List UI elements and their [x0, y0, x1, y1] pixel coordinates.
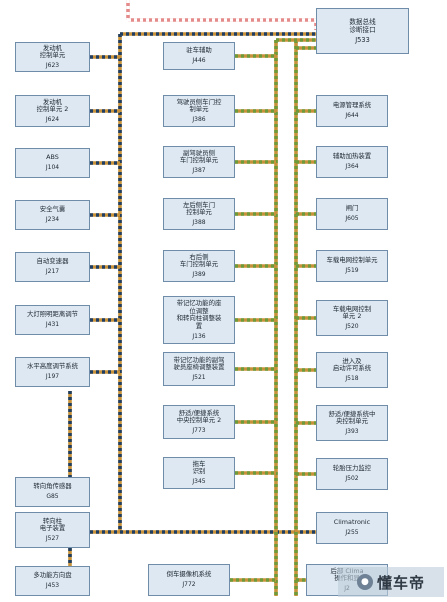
ecu-code: J393 [345, 428, 359, 436]
ecu-code: J520 [345, 323, 359, 331]
ecu-name: ABS [46, 153, 59, 162]
watermark-logo-icon: ● [356, 574, 373, 590]
ecu-name: Climatronic [333, 518, 371, 527]
ecu-name: 车载电网控制单元 [326, 256, 378, 265]
gateway-name: 数据总线 诊断接口 [349, 17, 376, 34]
ecu-name: 闸门 [345, 204, 359, 213]
ecu-engine-control-unit[interactable]: 发动机 控制单元 J623 [15, 42, 90, 72]
ecu-code: J502 [345, 475, 359, 483]
ecu-name: 发动机 控制单元 [39, 43, 66, 60]
ecu-name: 轮胎压力监控 [332, 464, 372, 473]
ecu-name: 水平高度调节系统 [26, 362, 79, 371]
ecu-rear-left-door[interactable]: 左后侧车门 控制单元 J388 [163, 198, 235, 230]
ecu-headlight-range[interactable]: 大灯照明距离调节 J431 [15, 305, 90, 335]
ecu-code: J772 [182, 581, 196, 589]
ecu-rear-right-door[interactable]: 右后侧 车门控制单元 J389 [163, 250, 235, 282]
ecu-parking-aid[interactable]: 驻车辅助 J446 [163, 42, 235, 70]
ecu-name: 舒适/便捷系统 中央控制单元 2 [176, 408, 222, 425]
ecu-code: J453 [45, 582, 60, 590]
ecu-memory-seat-steering-column[interactable]: 带记忆功能的座 位调整 和转向柱调整装 置 J136 [163, 296, 235, 344]
ecu-code: J104 [45, 164, 60, 172]
ecu-name: 驻车辅助 [186, 46, 212, 55]
ecu-onboard-supply-2[interactable]: 车载电网控制 单元 2 J520 [316, 300, 388, 336]
ecu-code: J255 [345, 529, 359, 537]
ecu-code: J773 [192, 427, 206, 435]
ecu-name: 舒适/便捷系统中 央控制单元 [328, 409, 376, 426]
watermark-text: 懂车帝 [376, 573, 425, 592]
ecu-name: 安全气囊 [39, 205, 66, 214]
ecu-name: 倒车摄像机系统 [166, 570, 212, 579]
ecu-name: 带记忆功能的副驾 驶员座椅调整装置 [173, 355, 225, 372]
ecu-steering-angle-sensor[interactable]: 转向角传感器 G85 [15, 477, 90, 507]
ecu-passenger-door[interactable]: 副驾驶员侧 车门控制单元 J387 [163, 146, 235, 178]
ecu-onboard-supply[interactable]: 车载电网控制单元 J519 [316, 250, 388, 282]
ecu-comfort-central-2[interactable]: 舒适/便捷系统 中央控制单元 2 J773 [163, 405, 235, 439]
ecu-code: J389 [192, 271, 206, 279]
ecu-name: 驾驶员侧车门控 制单元 [176, 97, 222, 114]
ecu-code: J519 [345, 267, 359, 275]
ecu-code: J217 [45, 268, 60, 276]
ecu-trailer-detection[interactable]: 拖车 识别 J345 [163, 457, 235, 489]
ecu-name: 辅助加热装置 [332, 152, 372, 161]
ecu-level-control[interactable]: 水平高度调节系统 J197 [15, 357, 90, 387]
ecu-code: J386 [192, 116, 206, 124]
ecu-name: 电源管理系统 [332, 101, 372, 110]
ecu-code: J623 [45, 62, 60, 70]
watermark: ● 懂车帝 [338, 567, 444, 597]
ecu-code: J234 [45, 216, 60, 224]
ecu-code: J364 [345, 163, 359, 171]
ecu-name: 转向角传感器 [33, 482, 72, 491]
ecu-name: 发动机 控制单元 2 [36, 97, 69, 114]
ecu-tailgate[interactable]: 闸门 J605 [316, 198, 388, 230]
ecu-name: 右后侧 车门控制单元 [179, 252, 219, 269]
ecu-code: J446 [192, 57, 206, 65]
ecu-auxiliary-heater[interactable]: 辅助加热装置 J364 [316, 146, 388, 178]
ecu-rear-view-camera[interactable]: 倒车摄像机系统 J772 [148, 564, 230, 596]
ecu-name: 带记忆功能的座 位调整 和转向柱调整装 置 [176, 298, 222, 331]
ecu-tire-pressure-monitor[interactable]: 轮胎压力监控 J502 [316, 458, 388, 490]
ecu-code: J345 [192, 478, 206, 486]
ecu-name: 拖车 识别 [192, 459, 206, 476]
ecu-memory-passenger-seat[interactable]: 带记忆功能的副驾 驶员座椅调整装置 J521 [163, 352, 235, 386]
ecu-name: 自动变速器 [36, 257, 69, 266]
ecu-code: J624 [45, 116, 60, 124]
ecu-power-management[interactable]: 电源管理系统 J644 [316, 95, 388, 127]
ecu-name: 转向柱 电子装置 [39, 516, 66, 533]
ecu-code: J431 [45, 321, 60, 329]
ecu-code: J518 [345, 375, 359, 383]
ecu-name: 大灯照明距离调节 [26, 310, 79, 319]
ecu-code: J605 [345, 215, 359, 223]
ecu-steering-column-electronics[interactable]: 转向柱 电子装置 J527 [15, 512, 90, 548]
ecu-code: J387 [192, 167, 206, 175]
ecu-entry-start-authorization[interactable]: 进入及 启动许可系统 J518 [316, 352, 388, 388]
ecu-multifunction-steering-wheel[interactable]: 多功能方向盘 J453 [15, 566, 90, 596]
ecu-code: J388 [192, 219, 206, 227]
gateway-j533[interactable]: 数据总线 诊断接口 J533 [316, 8, 409, 54]
ecu-code: J197 [45, 373, 60, 381]
ecu-automatic-transmission[interactable]: 自动变速器 J217 [15, 252, 90, 282]
ecu-code: J136 [192, 332, 206, 340]
ecu-airbag[interactable]: 安全气囊 J234 [15, 200, 90, 230]
ecu-code: J527 [45, 535, 60, 543]
gateway-code: J533 [355, 36, 370, 45]
ecu-abs[interactable]: ABS J104 [15, 148, 90, 178]
ecu-code: J521 [192, 374, 206, 382]
ecu-comfort-central[interactable]: 舒适/便捷系统中 央控制单元 J393 [316, 405, 388, 441]
ecu-name: 车载电网控制 单元 2 [332, 304, 372, 321]
ecu-name: 副驾驶员侧 车门控制单元 [179, 148, 219, 165]
ecu-name: 左后侧车门 控制单元 [183, 200, 215, 217]
ecu-engine-control-unit-2[interactable]: 发动机 控制单元 2 J624 [15, 95, 90, 127]
ecu-code: G85 [46, 493, 59, 501]
ecu-code: J644 [345, 112, 359, 120]
ecu-climatronic[interactable]: Climatronic J255 [316, 512, 388, 544]
ecu-driver-door[interactable]: 驾驶员侧车门控 制单元 J386 [163, 95, 235, 127]
ecu-name: 进入及 启动许可系统 [332, 356, 372, 373]
ecu-name: 多功能方向盘 [33, 571, 72, 580]
